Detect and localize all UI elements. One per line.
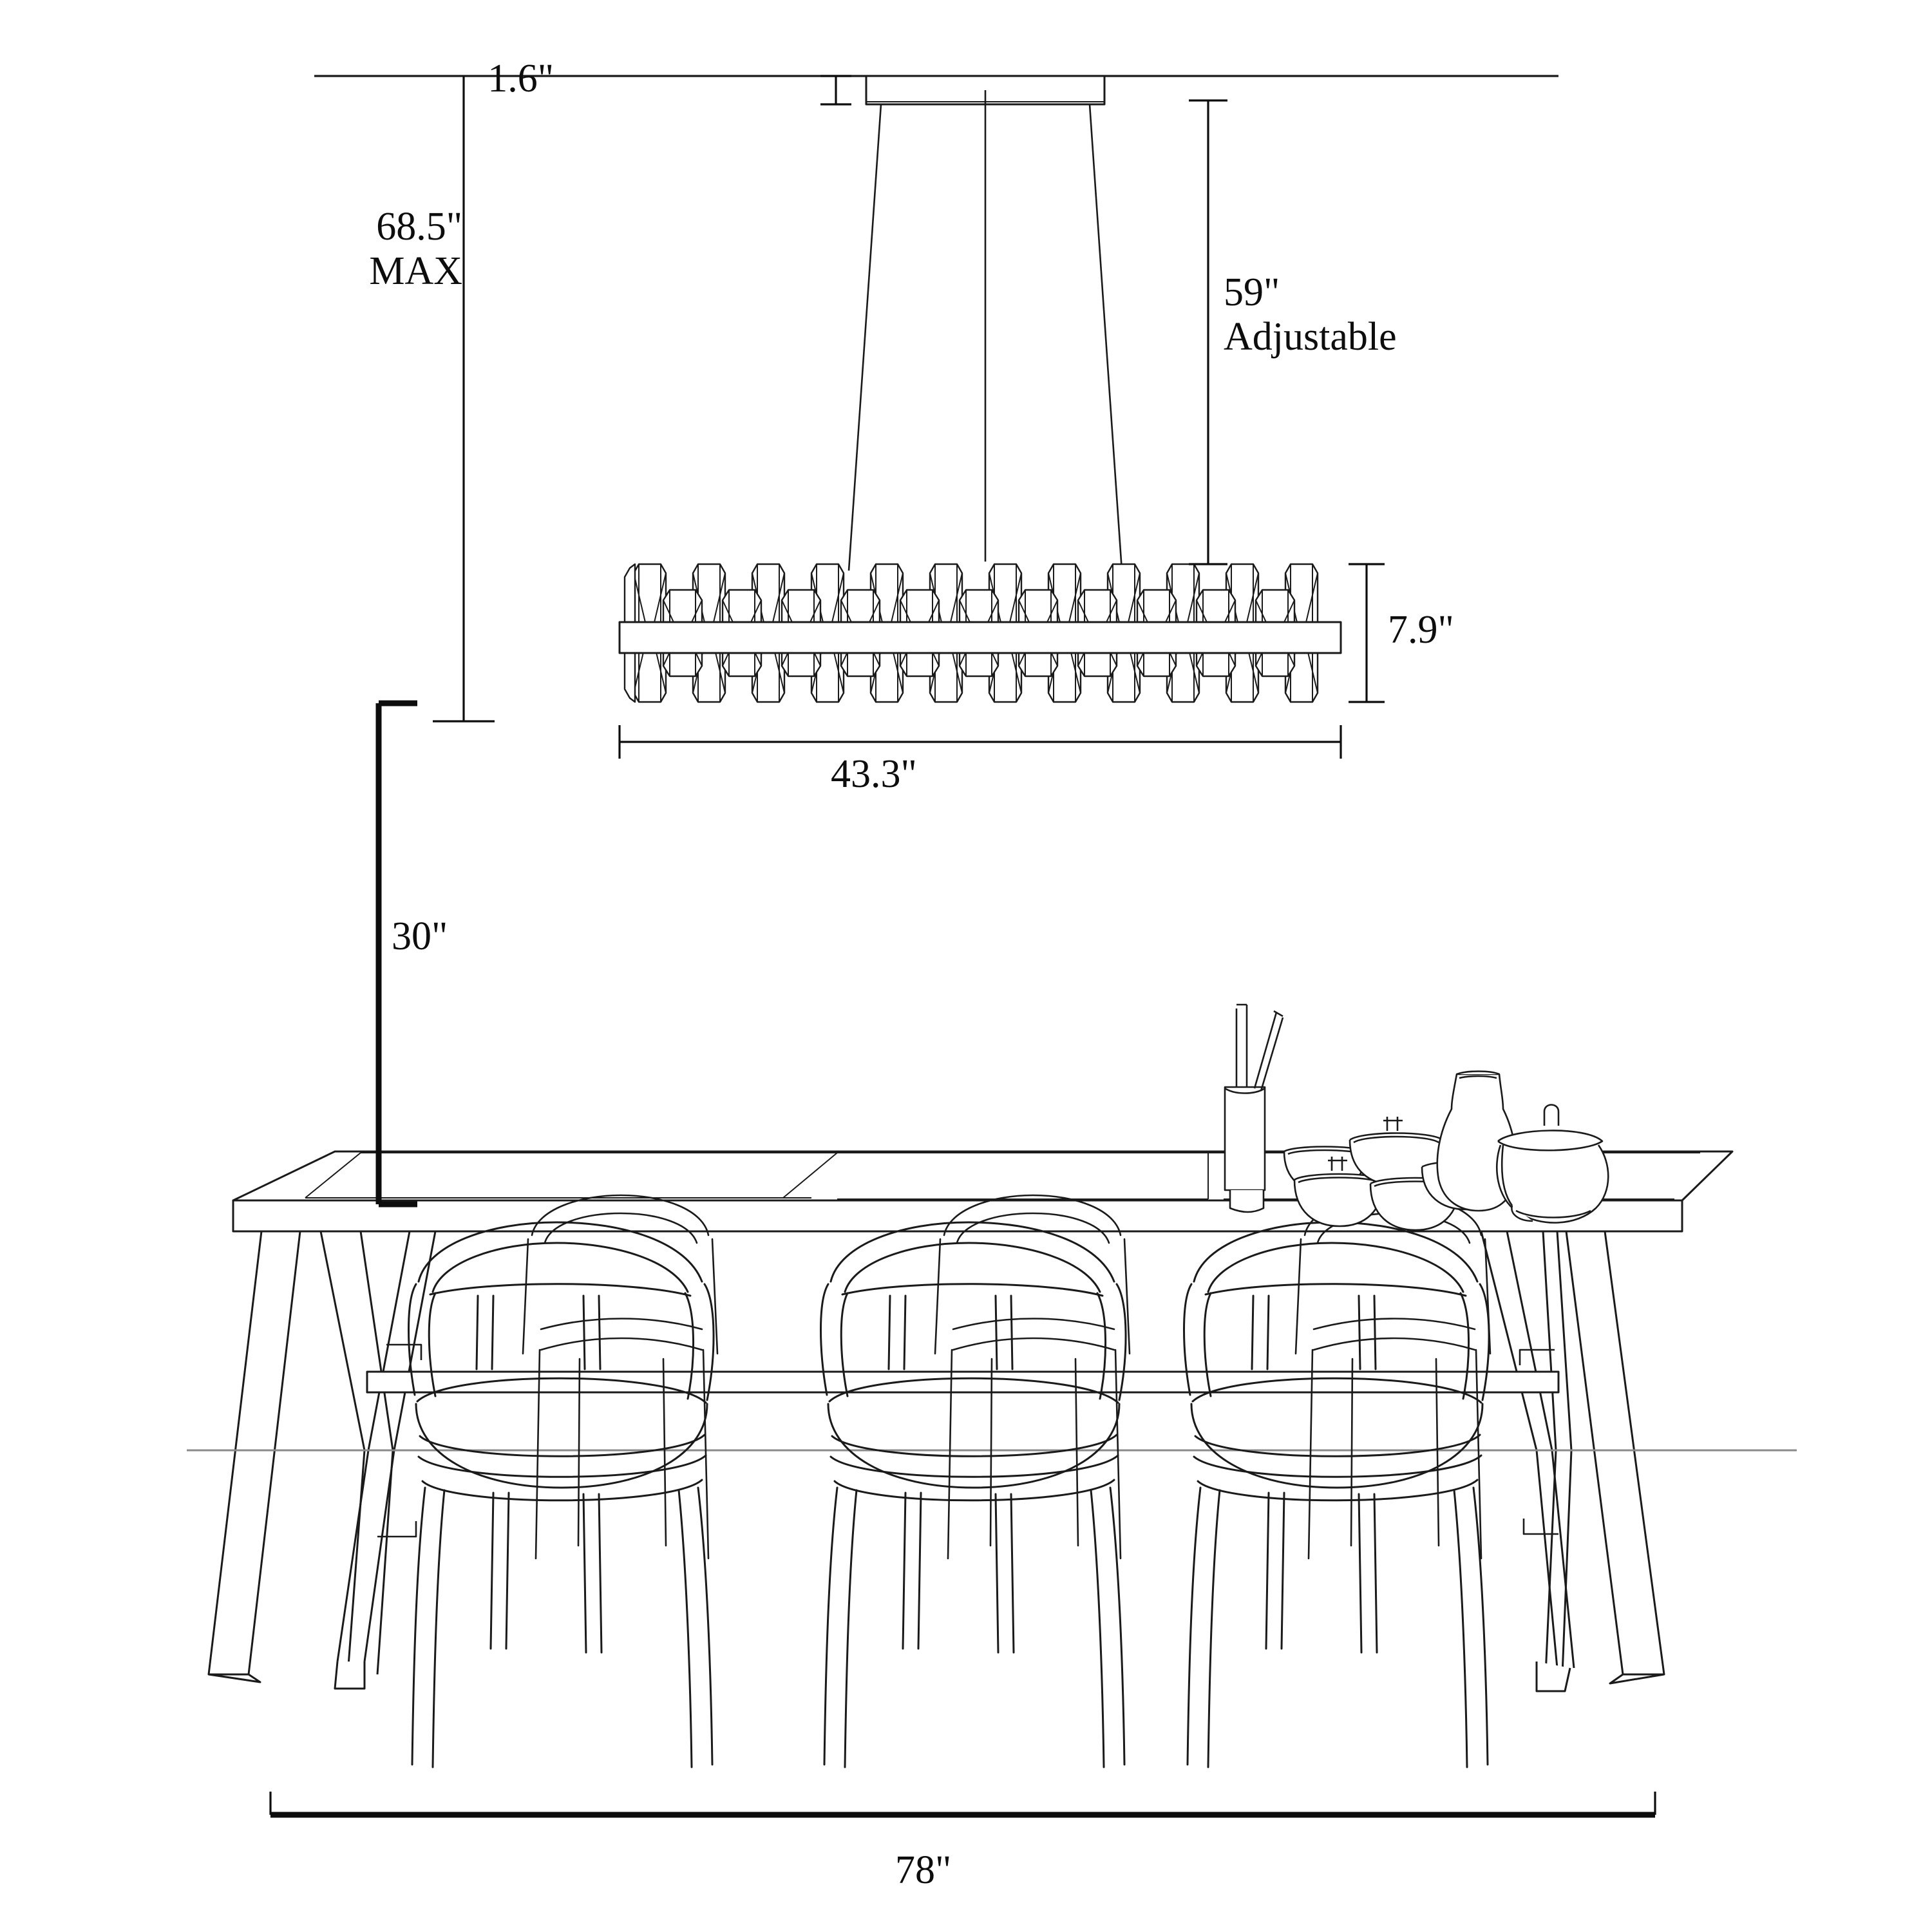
dim-label-max-drop: 68.5"MAX [243, 205, 462, 294]
dim-value-685: 68.5" [376, 205, 462, 249]
dim-label-fixture-height: 7.9" [1388, 608, 1454, 652]
dim-label-canopy-height: 1.6" [488, 57, 554, 100]
dim-label-table-height: 30" [392, 914, 448, 958]
dim-value-max: MAX [369, 249, 462, 294]
dim-label-table-width: 78" [895, 1848, 952, 1892]
dim-value-59: 59" [1224, 270, 1280, 314]
dim-label-fixture-width: 43.3" [831, 752, 917, 796]
dim-value-adjustable: Adjustable [1224, 315, 1397, 359]
dim-label-adjustable: 59"Adjustable [1224, 270, 1494, 360]
